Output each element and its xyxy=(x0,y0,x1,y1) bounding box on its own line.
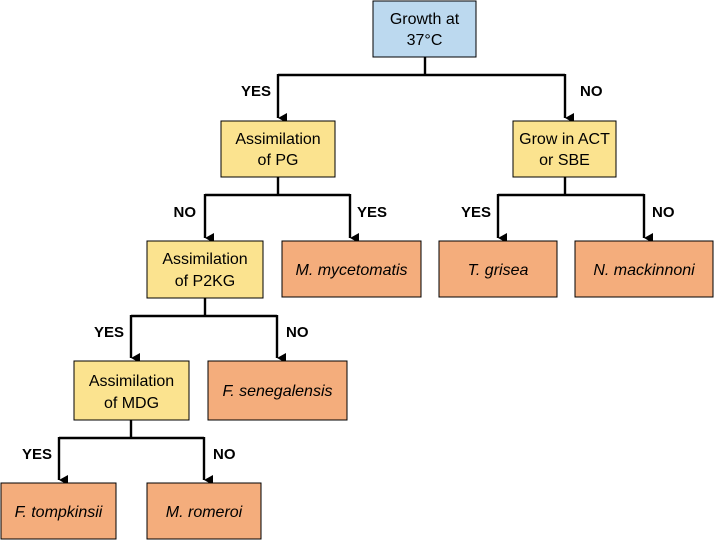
label-act-no: NO xyxy=(652,204,675,221)
node-grow-act-sbe: Grow in ACT or SBE xyxy=(512,120,617,178)
label-root-no: NO xyxy=(580,83,603,100)
node-label-line-1: Grow in ACT xyxy=(519,131,610,148)
label-pg-yes: YES xyxy=(357,204,387,221)
node-m-romeroi: M. romeroi xyxy=(146,482,262,540)
node-label: F. tompkinsii xyxy=(15,504,103,521)
connector-root xyxy=(278,57,565,77)
label-mdg-yes: YES xyxy=(22,446,52,463)
connector-pg xyxy=(205,177,350,197)
node-box xyxy=(207,360,348,421)
node-n-mackinnoni: N. mackinnoni xyxy=(574,240,714,298)
node-label-line-2: of PG xyxy=(258,152,299,169)
node-label-line-1: Assimilation xyxy=(235,131,320,148)
node-label: M. mycetomatis xyxy=(295,262,407,279)
node-f-tompkinsii: F. tompkinsii xyxy=(0,482,117,540)
node-box xyxy=(512,120,617,178)
node-label: N. mackinnoni xyxy=(593,262,695,279)
node-label: F. senegalensis xyxy=(223,383,333,400)
node-box xyxy=(146,240,264,299)
connectors xyxy=(57,57,653,485)
label-mdg-no: NO xyxy=(213,446,236,463)
connector-mdg xyxy=(59,420,204,440)
node-box xyxy=(146,482,262,540)
label-p2kg-yes: YES xyxy=(94,324,124,341)
label-root-yes: YES xyxy=(241,83,271,100)
node-label: M. romeroi xyxy=(166,504,243,521)
node-box xyxy=(574,240,714,298)
node-box xyxy=(220,120,336,178)
connector-p2kg xyxy=(131,298,277,318)
node-box xyxy=(0,482,117,540)
node-m-mycetomatis: M. mycetomatis xyxy=(281,240,422,298)
node-label-line-2: of P2KG xyxy=(175,273,235,290)
branch-labels: YES NO NO YES YES NO YES NO YES NO xyxy=(22,83,675,463)
node-label-line-1: Growth at xyxy=(390,11,460,28)
node-label-line-1: Assimilation xyxy=(162,251,247,268)
label-pg-no: NO xyxy=(174,204,197,221)
node-label-line-1: Assimilation xyxy=(89,373,174,390)
connector-act xyxy=(498,177,644,197)
node-label-line-2: or SBE xyxy=(539,152,590,169)
node-f-senegalensis: F. senegalensis xyxy=(207,360,348,421)
node-label-line-2: of MDG xyxy=(104,395,159,412)
node-box xyxy=(438,240,558,298)
node-label-line-2: 37°C xyxy=(407,32,443,49)
label-act-yes: YES xyxy=(461,204,491,221)
node-assimilation-mdg: Assimilation of MDG xyxy=(73,360,190,421)
node-assimilation-pg: Assimilation of PG xyxy=(220,120,336,178)
node-label: T. grisea xyxy=(468,262,529,279)
node-t-grisea: T. grisea xyxy=(438,240,558,298)
label-p2kg-no: NO xyxy=(286,324,309,341)
node-box xyxy=(372,0,477,58)
node-growth-37c: Growth at 37°C xyxy=(372,0,477,58)
node-box xyxy=(73,360,190,421)
node-box xyxy=(281,240,422,298)
node-assimilation-p2kg: Assimilation of P2KG xyxy=(146,240,264,299)
